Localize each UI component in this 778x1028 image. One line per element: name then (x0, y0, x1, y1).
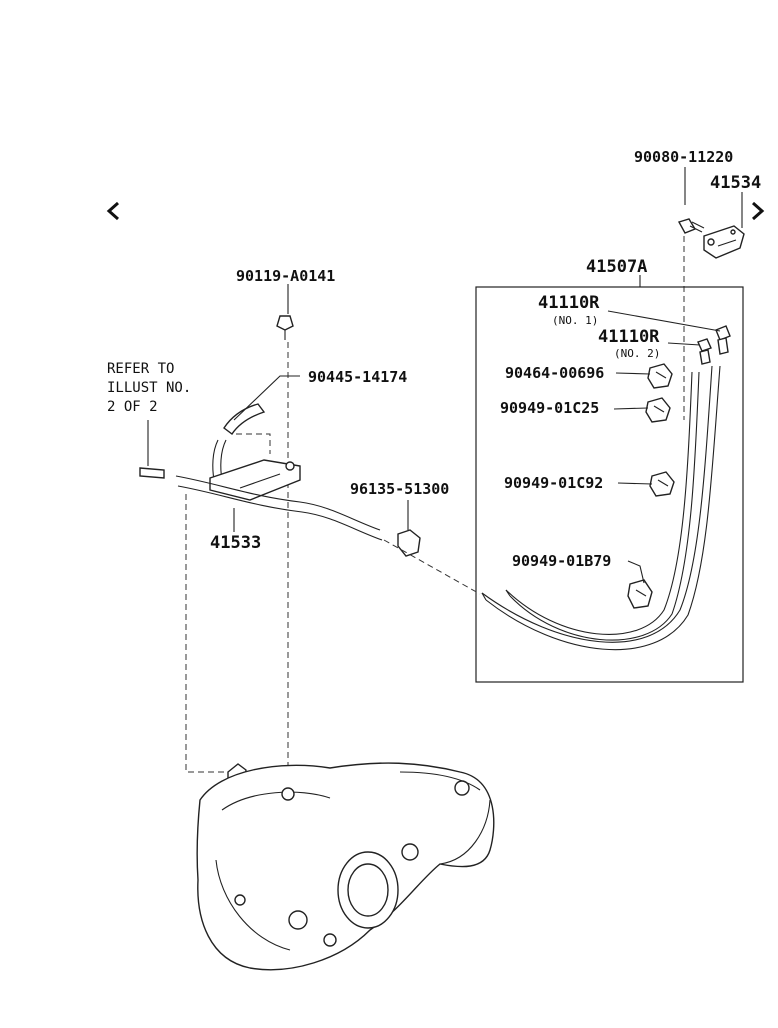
label-90949-01B79[interactable]: 90949-01B79 (512, 552, 611, 570)
breather-hose-set-drawing (481, 365, 721, 651)
bracket-41534-drawing (703, 225, 745, 259)
label-41110R-no2[interactable]: 41110R (598, 327, 660, 347)
assembly-41507A-box (475, 286, 744, 683)
refer-note-line3: 2 OF 2 (107, 399, 158, 415)
clip-90949-01C25-drawing (645, 397, 671, 423)
label-41533[interactable]: 41533 (210, 533, 261, 553)
clip-90949-01B79-drawing (627, 579, 653, 609)
label-no2: (NO. 2) (614, 347, 660, 360)
bolt-90080-drawing (677, 218, 705, 234)
refer-note-line1: REFER TO (107, 361, 174, 377)
label-96135-51300[interactable]: 96135-51300 (350, 480, 449, 498)
label-90080-11220[interactable]: 90080-11220 (634, 148, 733, 166)
label-90949-01C25[interactable]: 90949-01C25 (500, 399, 599, 417)
label-90119-A0141[interactable]: 90119-A0141 (236, 267, 335, 285)
label-90949-01C92[interactable]: 90949-01C92 (504, 474, 603, 492)
clip-90464-drawing (647, 363, 673, 389)
label-41534[interactable]: 41534 (710, 173, 761, 193)
chevron-left-icon (106, 201, 119, 221)
label-41507A[interactable]: 41507A (586, 257, 647, 277)
label-90445-14174[interactable]: 90445-14174 (308, 368, 407, 386)
fitting-41110R-no2-drawing (697, 338, 712, 365)
bolt-90119-drawing (276, 315, 294, 340)
clip-90949-01C92-drawing (649, 471, 675, 497)
grommet-96135-drawing (397, 529, 421, 557)
label-no1: (NO. 1) (552, 314, 598, 327)
fitting-41110R-no1-drawing (715, 325, 731, 355)
pipe-bracket-41533-drawing (175, 403, 383, 541)
label-41110R-no1[interactable]: 41110R (538, 293, 600, 313)
chevron-right-icon (752, 201, 765, 221)
transfer-case-drawing (196, 762, 495, 971)
label-90464-00696[interactable]: 90464-00696 (505, 364, 604, 382)
refer-note-line2: ILLUST NO. (107, 380, 191, 396)
next-button[interactable] (752, 201, 765, 221)
prev-button[interactable] (106, 201, 119, 221)
